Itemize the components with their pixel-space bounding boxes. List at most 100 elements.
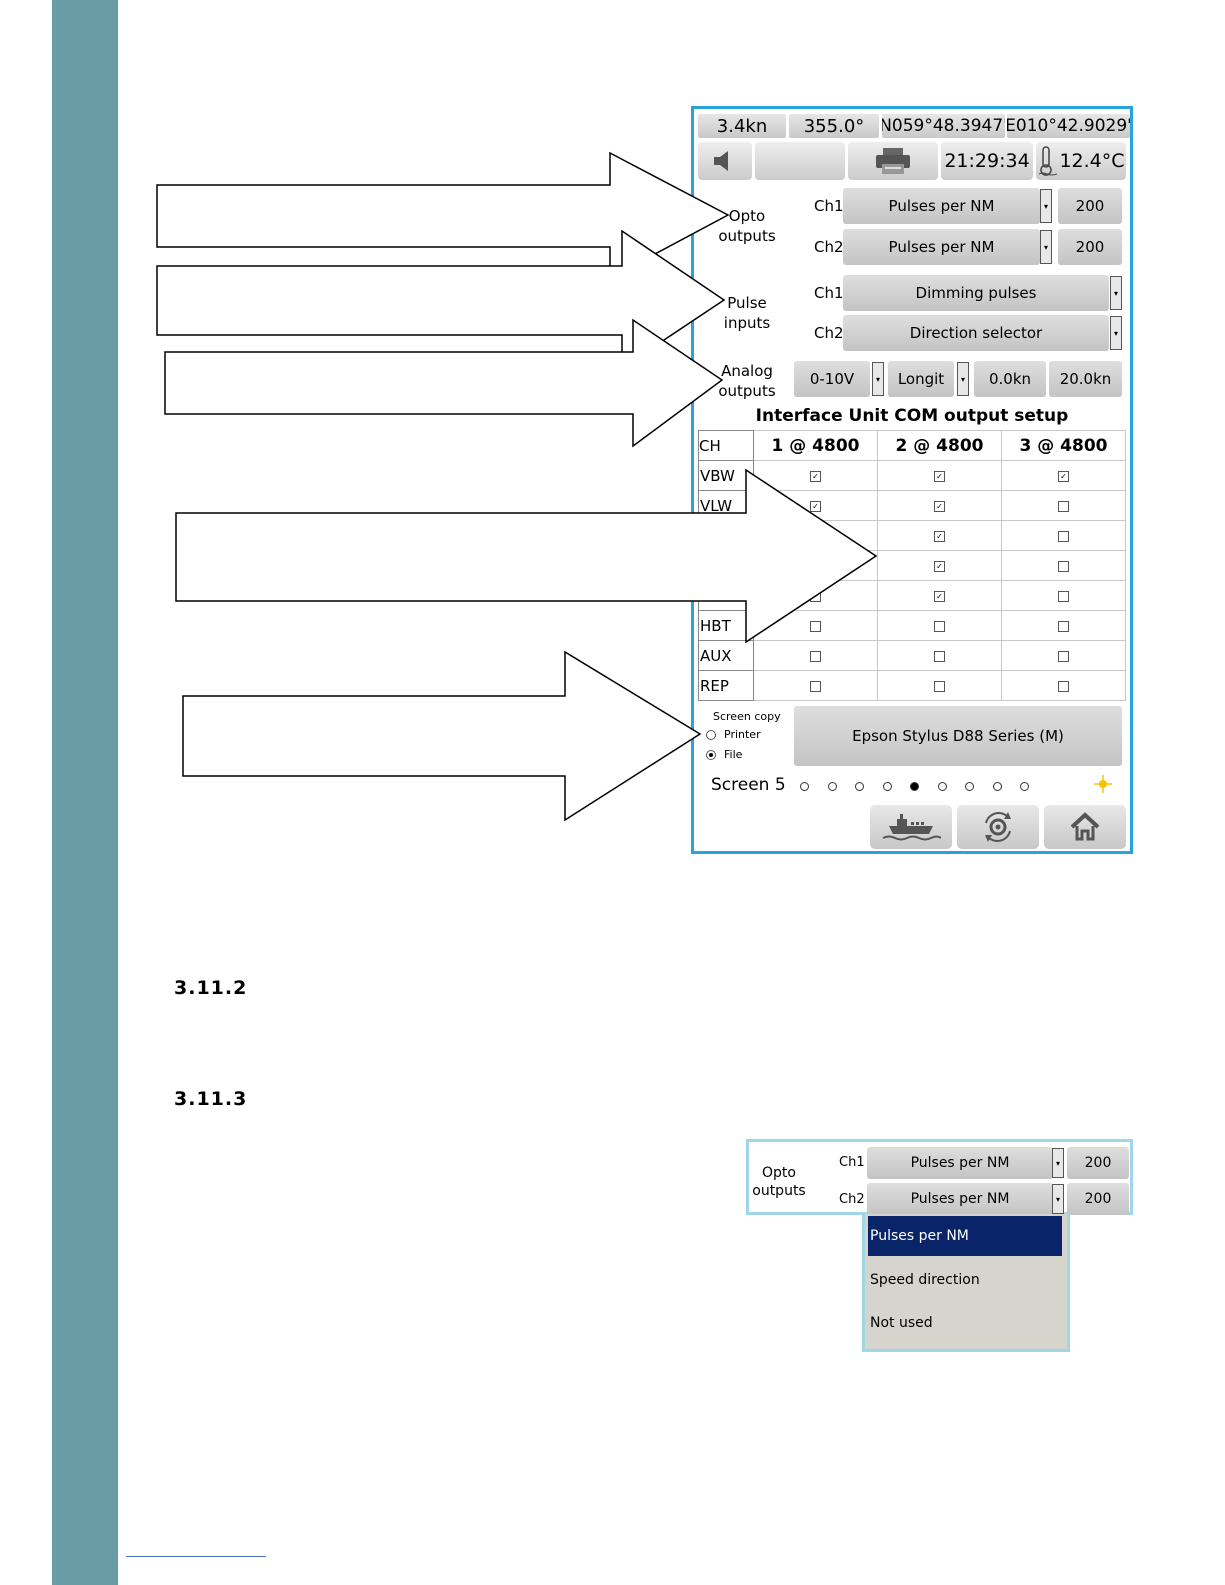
pulse-ch2-mode-select[interactable]: Direction selector	[843, 315, 1109, 351]
print-button[interactable]	[848, 142, 938, 180]
opto-ch2-mode-select[interactable]: Pulses per NM	[843, 229, 1040, 265]
home-button[interactable]	[1044, 805, 1126, 849]
chevron-down-icon[interactable]: ▾	[872, 362, 884, 396]
pulse-ch2-label: Ch2	[814, 324, 844, 342]
checkbox-unchecked[interactable]	[934, 681, 945, 692]
chevron-down-icon[interactable]: ▾	[1110, 316, 1122, 350]
dropdown-option-pulses-per-nm[interactable]: Pulses per NM	[868, 1216, 1062, 1256]
section-number-3-11-2: 3.11.2	[174, 977, 248, 999]
printer-icon	[876, 148, 910, 174]
chevron-down-icon[interactable]: ▾	[957, 362, 969, 396]
checkbox-unchecked[interactable]	[1058, 681, 1069, 692]
radio-selected-icon[interactable]	[706, 749, 716, 760]
com3-column-header: 3 @ 4800	[1001, 430, 1126, 461]
printer-radio[interactable]: Printer	[706, 728, 761, 741]
checkbox-checked[interactable]: ✓	[810, 501, 821, 512]
settings-refresh-icon	[985, 812, 1011, 842]
ship-icon	[882, 814, 941, 841]
com-cell	[877, 640, 1002, 671]
figure-ch1-value[interactable]: 200	[1067, 1147, 1129, 1179]
checkbox-unchecked[interactable]	[1058, 651, 1069, 662]
analog-max-value[interactable]: 20.0kn	[1049, 361, 1122, 397]
chevron-down-icon[interactable]: ▾	[1110, 276, 1122, 310]
sentence-name: HBT	[698, 610, 754, 641]
mute-button[interactable]	[698, 142, 752, 180]
page-dot[interactable]	[910, 782, 919, 791]
page-dot[interactable]	[1020, 782, 1029, 791]
figure-ch2-value[interactable]: 200	[1067, 1183, 1129, 1215]
opto-ch1-mode-select[interactable]: Pulses per NM	[843, 188, 1040, 224]
com-setup-title: Interface Unit COM output setup	[755, 406, 1069, 426]
figure-ch2-label: Ch2	[839, 1192, 865, 1207]
checkbox-checked[interactable]: ✓	[934, 531, 945, 542]
dropdown-option-not-used[interactable]: Not used	[870, 1315, 933, 1331]
dropdown-option-speed-direction[interactable]: Speed direction	[870, 1272, 980, 1288]
com-cell	[877, 610, 1002, 641]
pulse-ch1-label: Ch1	[814, 284, 844, 302]
page-dot[interactable]	[965, 782, 974, 791]
file-radio[interactable]: File	[706, 748, 742, 761]
checkbox-unchecked[interactable]	[934, 651, 945, 662]
checkbox-checked[interactable]: ✓	[934, 471, 945, 482]
blank-toolbar-button[interactable]	[755, 142, 845, 180]
com-cell: ✓	[1001, 460, 1126, 491]
page-dot[interactable]	[992, 782, 1002, 791]
checkbox-unchecked[interactable]	[810, 621, 821, 632]
vessel-button[interactable]	[870, 805, 952, 849]
figure-ch1-label: Ch1	[839, 1155, 865, 1170]
table-row: REP	[698, 670, 1126, 701]
arrow-pulse-inputs	[156, 229, 726, 370]
figure-ch1-mode-select[interactable]: Pulses per NM	[867, 1147, 1053, 1179]
clock-display: 21:29:34	[941, 142, 1033, 180]
checkbox-checked[interactable]: ✓	[934, 501, 945, 512]
arrow-screen-copy	[182, 650, 702, 822]
checkbox-checked[interactable]: ✓	[810, 471, 821, 482]
table-row: VBW✓✓✓	[698, 460, 1126, 491]
checkbox-checked[interactable]: ✓	[934, 561, 945, 572]
checkbox-unchecked[interactable]	[1058, 531, 1069, 542]
analog-min-value[interactable]: 0.0kn	[974, 361, 1046, 397]
chevron-down-icon[interactable]: ▾	[1052, 1184, 1064, 1214]
com-cell	[1001, 610, 1126, 641]
chevron-down-icon[interactable]: ▾	[1040, 230, 1052, 264]
checkbox-checked[interactable]: ✓	[1058, 471, 1069, 482]
pulse-ch1-mode-select[interactable]: Dimming pulses	[843, 275, 1109, 311]
screen-copy-label: Screen copy	[713, 710, 781, 723]
checkbox-unchecked[interactable]	[810, 681, 821, 692]
checkbox-unchecked[interactable]	[1058, 501, 1069, 512]
com-cell	[1001, 490, 1126, 521]
thermometer-icon	[1039, 146, 1058, 176]
com-cell	[753, 670, 878, 701]
checkbox-unchecked[interactable]	[1058, 621, 1069, 632]
page-indicator	[800, 782, 1029, 791]
radio-unselected-icon[interactable]	[706, 729, 716, 740]
gps-status-icon	[1094, 775, 1112, 797]
page-dot[interactable]	[937, 782, 947, 791]
analog-range-select[interactable]: 0-10V	[794, 361, 870, 397]
checkbox-unchecked[interactable]	[934, 621, 945, 632]
opto-ch1-value[interactable]: 200	[1058, 188, 1122, 224]
page-dot[interactable]	[800, 782, 809, 791]
checkbox-unchecked[interactable]	[1058, 591, 1069, 602]
settings-button[interactable]	[957, 805, 1039, 849]
page-dot[interactable]	[827, 782, 837, 791]
chevron-down-icon[interactable]: ▾	[1052, 1148, 1064, 1178]
opto-ch2-value[interactable]: 200	[1058, 229, 1122, 265]
speaker-icon	[714, 151, 728, 171]
checkbox-unchecked[interactable]	[1058, 561, 1069, 572]
printer-select-button[interactable]: Epson Stylus D88 Series (M)	[794, 706, 1122, 766]
page-dot[interactable]	[882, 782, 892, 791]
arrow-analog-outputs	[164, 318, 724, 448]
figure-ch2-mode-select[interactable]: Pulses per NM	[867, 1183, 1053, 1215]
com-cell	[1001, 640, 1126, 671]
latitude-readout: N059°48.3947'	[882, 114, 1005, 138]
checkbox-checked[interactable]: ✓	[934, 591, 945, 602]
page-dot[interactable]	[855, 782, 864, 791]
chevron-down-icon[interactable]: ▾	[1040, 189, 1052, 223]
checkbox-unchecked[interactable]	[810, 651, 821, 662]
file-radio-label: File	[724, 748, 743, 761]
analog-axis-select[interactable]: Longit	[888, 361, 954, 397]
